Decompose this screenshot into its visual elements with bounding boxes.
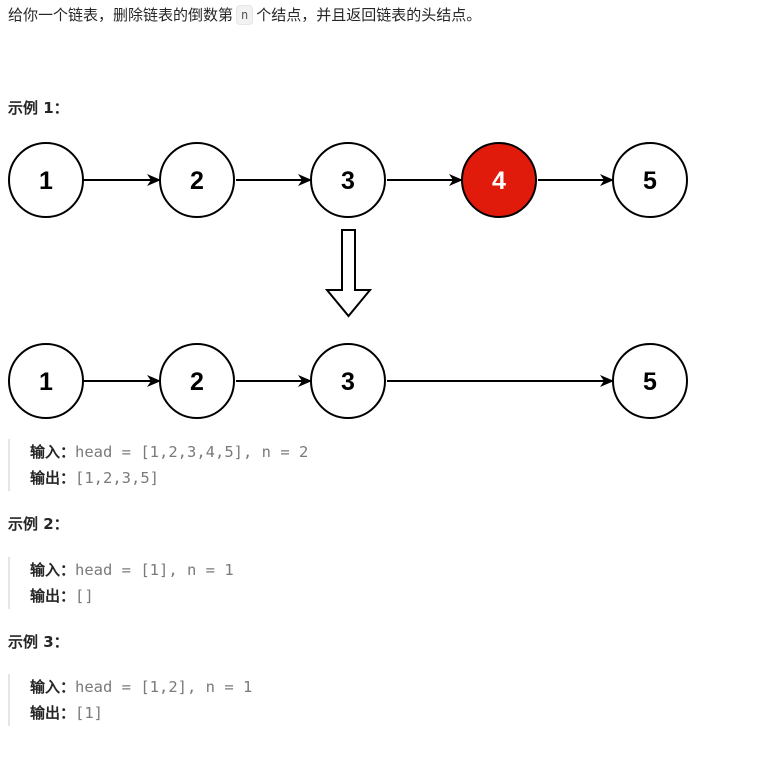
output-value: [] [75, 587, 94, 605]
input-value: head = [1], n = 1 [75, 561, 234, 579]
node-circle [8, 343, 84, 419]
node-label: 5 [643, 368, 657, 396]
node-circle [612, 142, 688, 218]
inline-code-n: n [236, 5, 254, 25]
input-line: 输入：head = [1,2,3,4,5], n = 2 [30, 439, 308, 465]
output-line: 输出：[1] [30, 700, 252, 726]
input-value: head = [1,2,3,4,5], n = 2 [75, 443, 309, 461]
node-label: 3 [341, 167, 355, 195]
output-label: 输出： [30, 587, 76, 605]
node-label: 4 [492, 167, 506, 195]
node-circle [612, 343, 688, 419]
node-label: 2 [190, 167, 204, 195]
example-1-title: 示例 1： [8, 99, 69, 117]
removed-node-circle [461, 142, 537, 218]
node-circle [159, 343, 235, 419]
node-circle [8, 142, 84, 218]
node-label: 1 [39, 167, 53, 195]
node-circle [159, 142, 235, 218]
node-circle [310, 343, 386, 419]
input-label: 输入： [30, 443, 76, 461]
output-label: 输出： [30, 704, 76, 722]
node-before-3: 3 [310, 142, 386, 218]
node-before-1: 1 [8, 142, 84, 218]
node-after-5: 5 [612, 343, 688, 419]
output-line: 输出：[] [30, 583, 234, 609]
output-label: 输出： [30, 469, 76, 487]
node-label: 2 [190, 368, 204, 396]
example-2-io-block: 输入：head = [1], n = 1 输出：[] [8, 557, 234, 609]
output-value: [1,2,3,5] [75, 469, 160, 487]
node-label: 5 [643, 167, 657, 195]
node-circle [310, 142, 386, 218]
output-line: 输出：[1,2,3,5] [30, 465, 308, 491]
input-value: head = [1,2], n = 1 [75, 678, 253, 696]
node-before-5: 5 [612, 142, 688, 218]
down-arrow-icon [324, 229, 373, 318]
input-label: 输入： [30, 678, 76, 696]
node-after-2: 2 [159, 343, 235, 419]
node-label: 3 [341, 368, 355, 396]
input-line: 输入：head = [1,2], n = 1 [30, 674, 252, 700]
node-before-2: 2 [159, 142, 235, 218]
description-text-after: 个结点，并且返回链表的头结点。 [256, 6, 482, 24]
node-after-3: 3 [310, 343, 386, 419]
linked-list-diagram: 1 2 3 4 5 1 2 3 5 [8, 142, 688, 419]
input-label: 输入： [30, 561, 76, 579]
example-2-title: 示例 2： [8, 515, 69, 533]
node-label: 1 [39, 368, 53, 396]
description-text-before: 给你一个链表，删除链表的倒数第 [8, 6, 234, 24]
input-line: 输入：head = [1], n = 1 [30, 557, 234, 583]
example-3-io-block: 输入：head = [1,2], n = 1 输出：[1] [8, 674, 252, 726]
example-3-title: 示例 3： [8, 633, 69, 651]
example-1-io-block: 输入：head = [1,2,3,4,5], n = 2 输出：[1,2,3,5… [8, 439, 308, 491]
node-after-1: 1 [8, 343, 84, 419]
output-value: [1] [75, 704, 104, 722]
node-before-4-removed: 4 [461, 142, 537, 218]
